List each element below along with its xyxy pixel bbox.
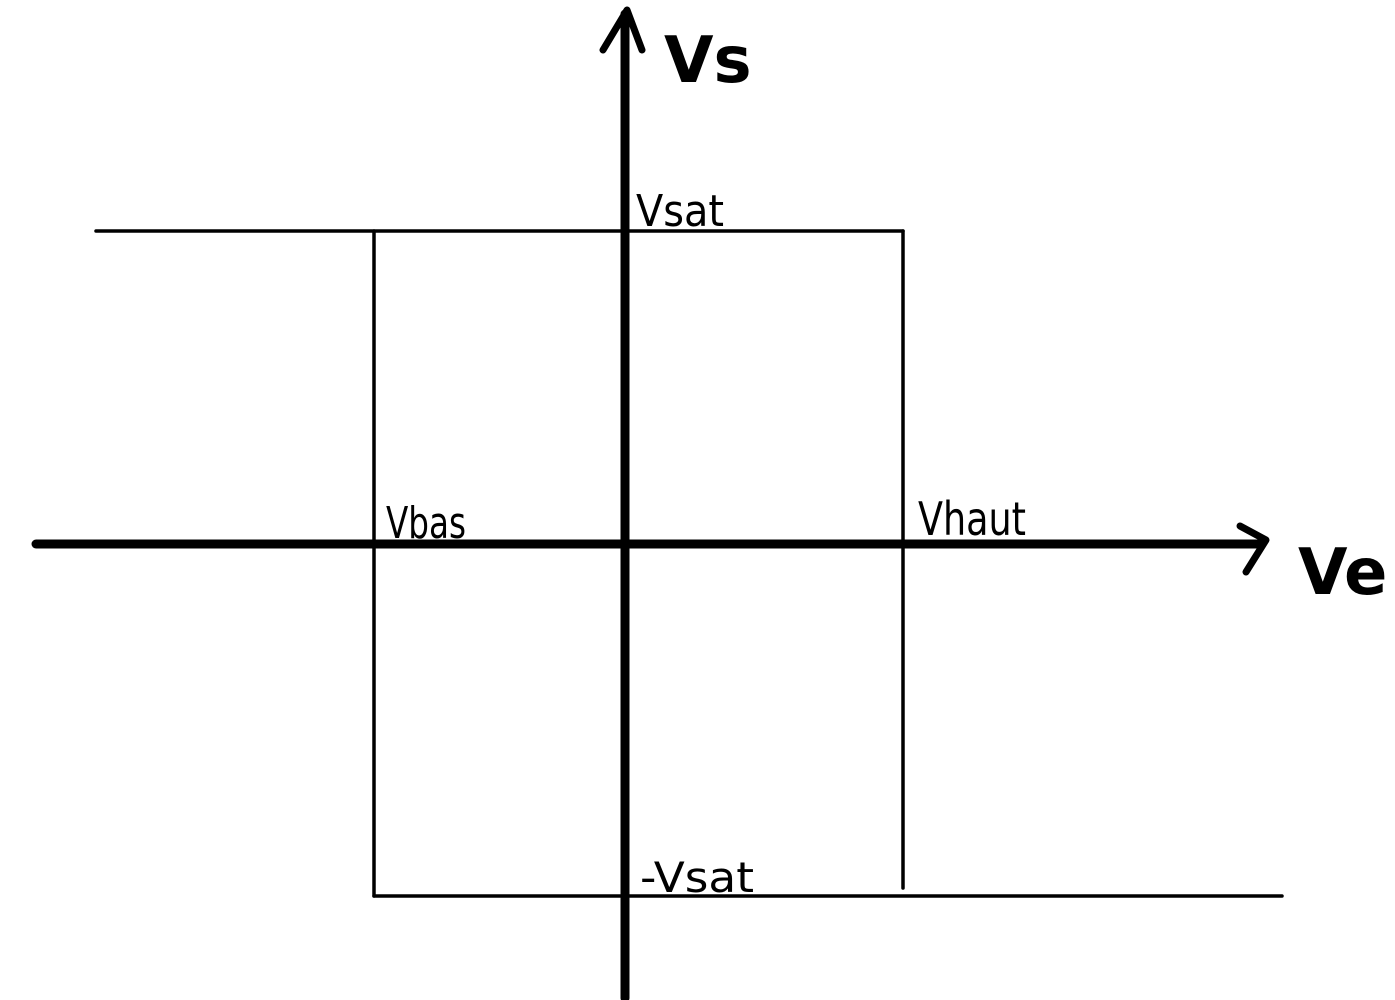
v-bas-label: Vbas [386,498,466,549]
v-sat-label: Vsat [636,186,724,237]
y-axis [599,6,646,1000]
x-axis [31,522,1270,576]
y-axis-arrowhead [599,6,646,54]
y-axis-label: Vs [664,24,752,98]
v-sat-negative-label: -Vsat [640,853,754,902]
x-axis-label: Ve [1298,536,1387,610]
x-axis-arrowhead [1236,522,1270,576]
hysteresis-curve [94,229,1284,898]
v-haut-label: Vhaut [918,492,1026,546]
